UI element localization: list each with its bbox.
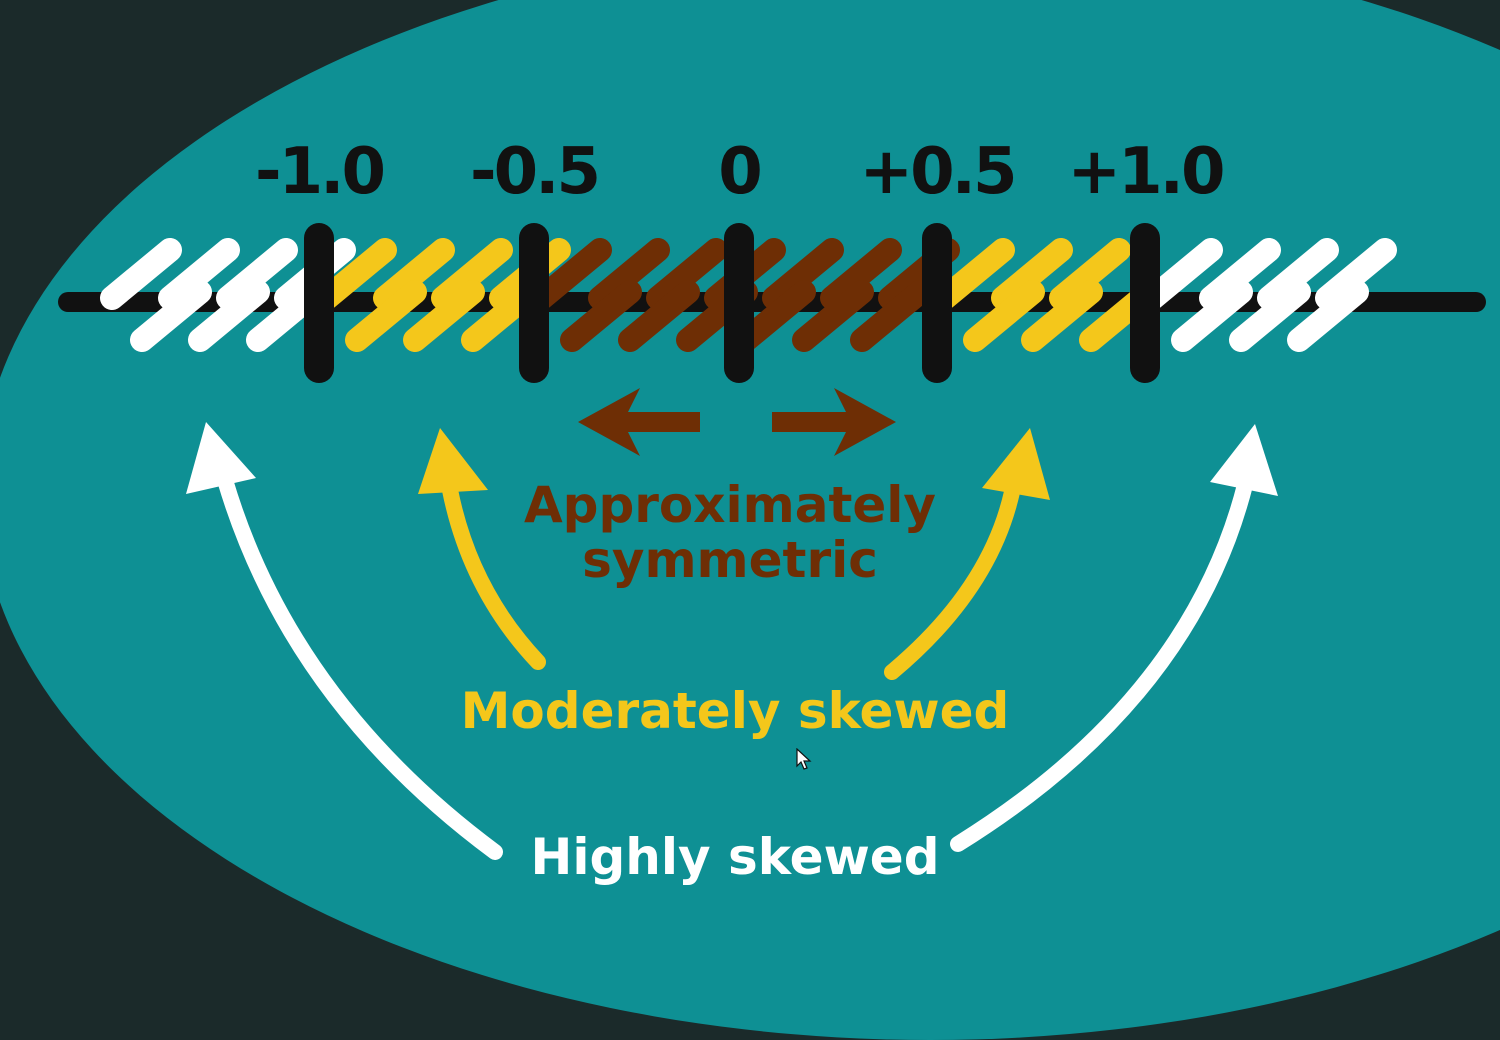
hatch-stroke bbox=[850, 280, 932, 352]
tick-label-minus-0-5: -0.5 bbox=[470, 135, 601, 209]
hatch-stroke bbox=[1257, 238, 1339, 310]
highly-right-arrow-head bbox=[1210, 424, 1278, 496]
hatch-stroke bbox=[373, 238, 455, 310]
moderately-right-arrow-head bbox=[982, 428, 1050, 500]
moderately-right-arrow-shaft bbox=[884, 484, 1020, 680]
tick-label-zero: 0 bbox=[718, 135, 763, 209]
hatch-stroke bbox=[1141, 238, 1223, 310]
mouse-cursor-icon bbox=[796, 748, 812, 770]
hatch-stroke bbox=[588, 238, 670, 310]
hatch-stroke bbox=[646, 238, 728, 310]
hatch-stroke bbox=[762, 238, 844, 310]
hatch-stroke bbox=[188, 280, 270, 352]
approx-line-2: symmetric bbox=[582, 531, 878, 589]
hatch-stroke bbox=[1021, 280, 1103, 352]
hatch-stroke bbox=[530, 238, 612, 310]
hatch-stroke bbox=[403, 280, 485, 352]
hatch-stroke bbox=[1229, 280, 1311, 352]
tick-label-minus-1: -1.0 bbox=[255, 135, 386, 209]
skewness-diagram bbox=[58, 223, 1486, 860]
hatch-stroke bbox=[100, 238, 182, 310]
hatch-stroke bbox=[130, 280, 212, 352]
highly-skewed-caption: Highly skewed bbox=[530, 828, 940, 886]
hatch-stroke bbox=[345, 280, 427, 352]
tick-label-plus-1: +1.0 bbox=[1067, 135, 1226, 209]
moderately-left-arrow-head bbox=[418, 428, 488, 494]
highly-left-arrow-shaft bbox=[217, 472, 503, 860]
hatch-stroke bbox=[158, 238, 240, 310]
tick-label-plus-0-5: +0.5 bbox=[859, 135, 1018, 209]
hatch-stroke bbox=[1049, 238, 1131, 310]
hatch-stroke bbox=[1171, 280, 1253, 352]
highly-left-arrow-head bbox=[186, 422, 256, 494]
hatch-stroke bbox=[431, 238, 513, 310]
moderately-left-arrow-shaft bbox=[442, 482, 546, 670]
hatch-stroke bbox=[991, 238, 1073, 310]
hatch-stroke bbox=[820, 238, 902, 310]
hatch-stroke bbox=[734, 280, 816, 352]
hatch-stroke bbox=[560, 280, 642, 352]
hatch-stroke bbox=[792, 280, 874, 352]
approximately-symmetric-caption: Approximately symmetric bbox=[440, 478, 1020, 588]
hatch-stroke bbox=[933, 238, 1015, 310]
hatch-stroke bbox=[963, 280, 1045, 352]
hatch-stroke bbox=[1315, 238, 1397, 310]
arrow-right-icon bbox=[772, 388, 896, 456]
moderately-skewed-caption: Moderately skewed bbox=[460, 682, 1010, 740]
approx-line-1: Approximately bbox=[523, 476, 937, 534]
hatch-stroke bbox=[1199, 238, 1281, 310]
hatch-stroke bbox=[315, 238, 397, 310]
arrow-left-icon bbox=[578, 388, 700, 456]
highly-right-arrow-shaft bbox=[950, 477, 1253, 852]
hatch-stroke bbox=[1287, 280, 1369, 352]
hatch-stroke bbox=[216, 238, 298, 310]
hatch-stroke bbox=[618, 280, 700, 352]
